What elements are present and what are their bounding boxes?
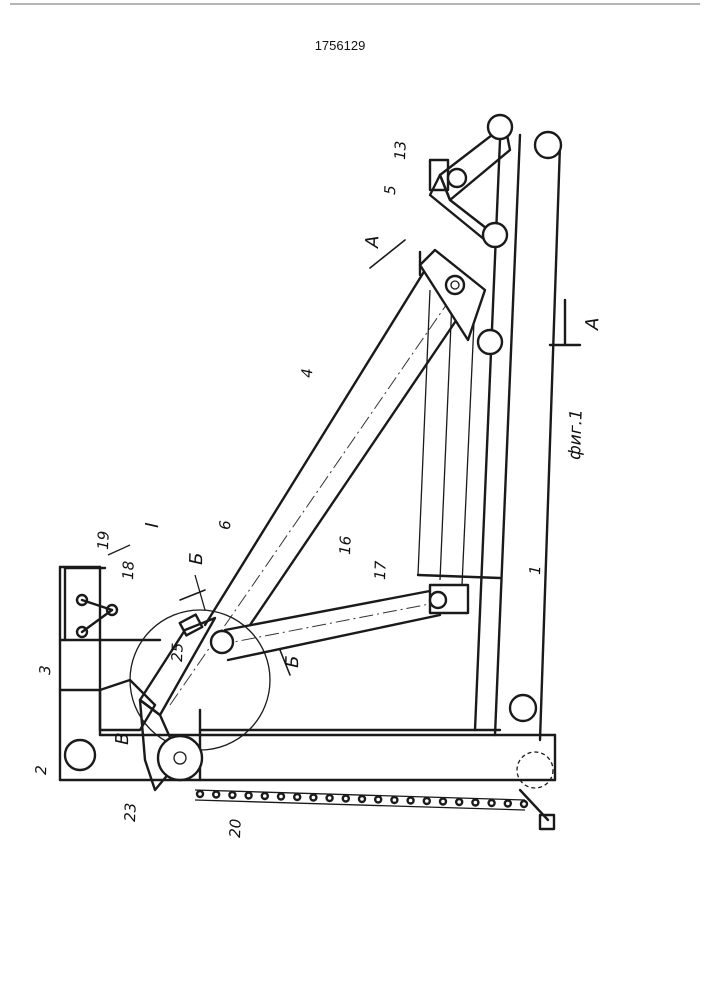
main-pivot <box>211 631 233 653</box>
strut-16-17 <box>218 585 468 660</box>
chain-link <box>489 800 495 806</box>
chain-link <box>327 795 333 801</box>
chain-link <box>213 792 219 798</box>
chain-link <box>246 793 252 799</box>
chain-link <box>359 796 365 802</box>
chain-link <box>472 800 478 806</box>
label-18: 18 <box>119 560 138 580</box>
document-number: 1756129 <box>315 38 366 53</box>
chain-link <box>408 798 414 804</box>
chain-link <box>278 794 284 800</box>
label-23: 23 <box>121 802 140 822</box>
label-2: 2 <box>32 765 50 775</box>
figure-caption: фиг.1 <box>565 409 587 460</box>
label-5: 5 <box>381 185 399 195</box>
label-3: 3 <box>36 665 54 675</box>
chain-link <box>197 791 203 797</box>
label-19: 19 <box>94 530 113 550</box>
label-13: 13 <box>391 140 410 160</box>
chain-link <box>343 796 349 802</box>
chain-link <box>505 801 511 807</box>
section-B-upper: Б <box>186 552 207 565</box>
label-20: 20 <box>226 818 245 838</box>
label-6: 6 <box>216 520 234 530</box>
label-detail-I: I <box>142 522 163 528</box>
chain-link <box>262 793 268 799</box>
chain-link <box>456 799 462 805</box>
chain-link <box>391 797 397 803</box>
chain-link <box>229 792 235 798</box>
section-markers <box>108 240 580 675</box>
label-25: 25 <box>168 642 187 662</box>
section-B-lower: Б <box>282 655 303 668</box>
chain-link <box>294 794 300 800</box>
roller-top-right <box>535 132 561 158</box>
roller-bottom-right <box>510 695 536 721</box>
corner-foot <box>517 752 554 829</box>
label-4: 4 <box>298 368 316 378</box>
label-1: 1 <box>526 565 544 575</box>
label-17: 17 <box>371 560 390 580</box>
chain-20 <box>195 790 527 810</box>
bracket-18-19 <box>65 568 117 640</box>
label-detail-V: В <box>112 732 133 745</box>
label-16: 16 <box>336 535 355 555</box>
section-A-top: А <box>362 235 383 249</box>
chain-link <box>310 795 316 801</box>
chain-link <box>375 797 381 803</box>
upper-carriage <box>420 115 512 354</box>
section-A-right: А <box>582 317 603 331</box>
chain-link <box>521 801 527 807</box>
chain-link <box>440 799 446 805</box>
chain-link <box>424 798 430 804</box>
drive-unit <box>65 680 202 780</box>
